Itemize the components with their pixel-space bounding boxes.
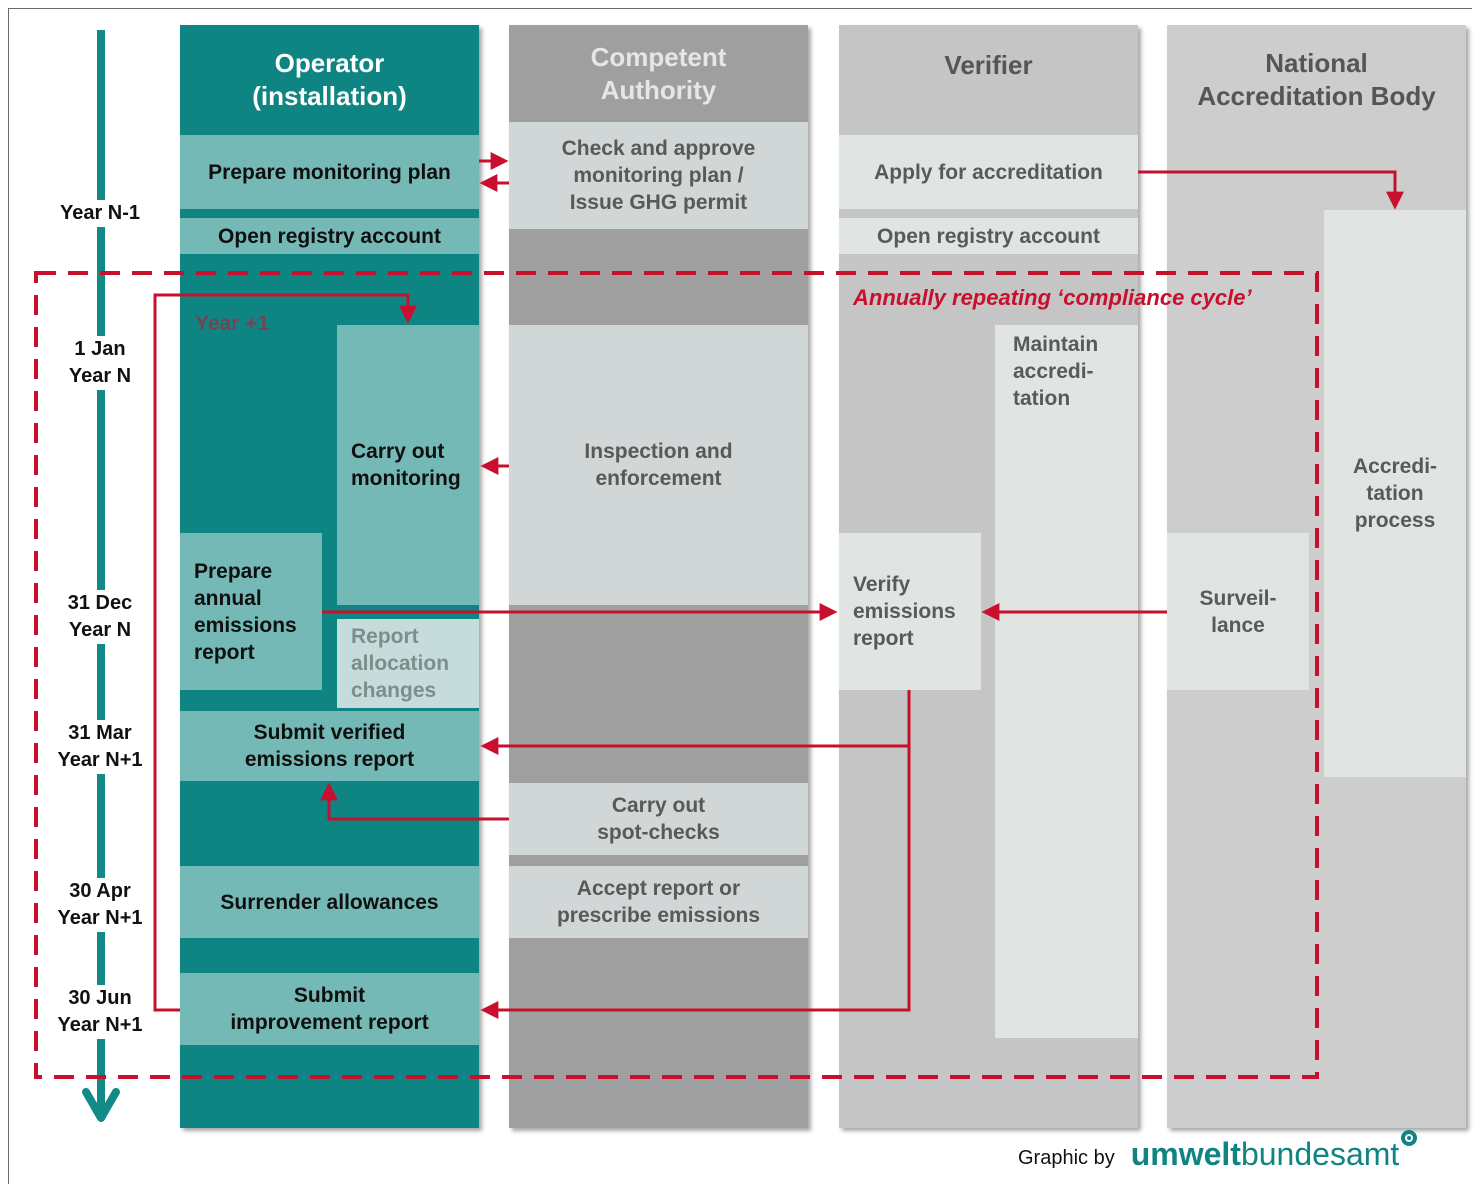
submit-improvement-report-box: Submit improvement report	[180, 973, 479, 1045]
authority-header: Competent Authority	[590, 41, 727, 105]
verify-emissions-report-box: Verify emissions report	[839, 533, 981, 690]
verifier-column: Verifier Apply for accreditation Open re…	[839, 25, 1138, 1128]
maintain-accreditation-box: Maintain accredi- tation	[995, 325, 1138, 1038]
surrender-allowances-box: Surrender allowances	[180, 866, 479, 938]
surveillance-box: Surveil- lance	[1167, 533, 1309, 690]
timeline-1-jan: 1 Jan Year N	[0, 336, 200, 390]
prepare-monitoring-plan-box: Prepare monitoring plan	[180, 135, 479, 209]
submit-verified-report-box: Submit verified emissions report	[180, 711, 479, 781]
compliance-cycle-label: Annually repeating ‘compliance cycle’	[853, 285, 1252, 310]
nab-header: National Accreditation Body	[1197, 48, 1436, 111]
year-plus-one-label: Year +1	[195, 312, 270, 335]
spot-checks-box: Carry out spot-checks	[509, 783, 808, 855]
timeline-31-dec: 31 Dec Year N	[0, 590, 200, 644]
brand-light: bundesamt	[1240, 1136, 1400, 1172]
timeline-31-mar: 31 Mar Year N+1	[0, 720, 200, 774]
check-approve-box: Check and approve monitoring plan / Issu…	[509, 122, 808, 229]
timeline-year-n-minus-1: Year N-1	[0, 200, 200, 227]
brand-bold: umwelt	[1130, 1136, 1241, 1172]
brand-logo-icon	[1401, 1130, 1418, 1146]
compliance-cycle-frame	[34, 271, 1319, 1079]
accept-report-box: Accept report or prescribe emissions	[509, 866, 808, 938]
timeline-30-apr: 30 Apr Year N+1	[0, 878, 200, 932]
diagram-frame	[8, 8, 1472, 1184]
prepare-annual-report-box: Prepare annual emissions report	[180, 533, 322, 690]
inspection-enforcement-box: Inspection and enforcement	[509, 325, 808, 605]
carry-out-monitoring-box: Carry out monitoring	[337, 325, 479, 605]
timeline-30-jun: 30 Jun Year N+1	[0, 985, 200, 1039]
accreditation-process-box: Accredi- tation process	[1324, 210, 1466, 777]
report-allocation-changes-box: Report allocation changes	[337, 619, 479, 708]
apply-accreditation-box: Apply for accreditation	[839, 135, 1138, 209]
authority-column: Competent Authority Check and approve mo…	[509, 25, 808, 1128]
verifier-header: Verifier	[944, 49, 1033, 80]
verifier-open-registry-box: Open registry account	[839, 218, 1138, 254]
operator-column: Operator (installation) Prepare monitori…	[180, 25, 479, 1128]
credit-prefix: Graphic by	[1018, 1147, 1115, 1169]
operator-open-registry-box: Open registry account	[180, 218, 479, 254]
operator-header: Operator (installation)	[252, 48, 407, 111]
